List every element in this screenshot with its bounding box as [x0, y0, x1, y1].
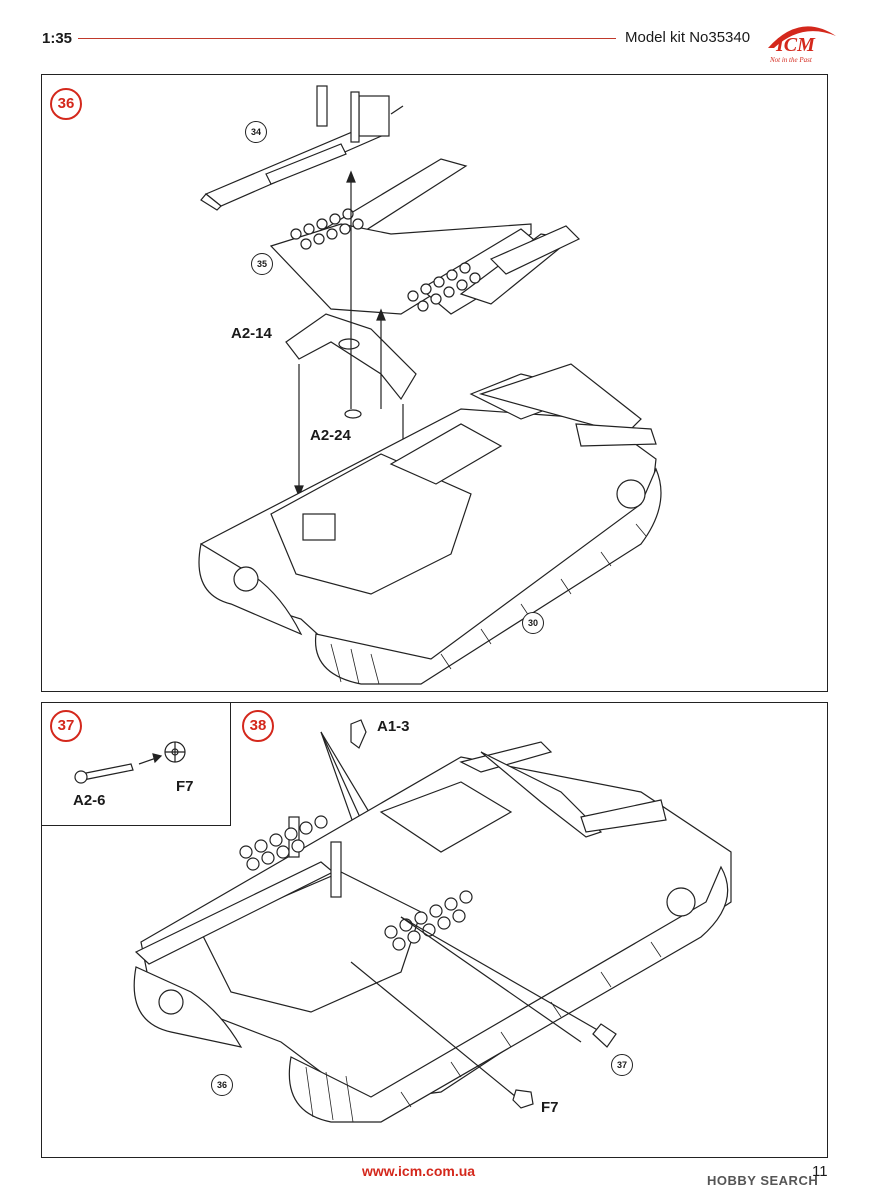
step-37-panel: [41, 702, 231, 826]
gun-assembly: [200, 85, 404, 211]
label-f7-38: F7: [541, 1099, 559, 1116]
header-rule: [78, 38, 616, 39]
tank-hull-36: [198, 363, 662, 685]
svg-text:ICM: ICM: [775, 34, 816, 56]
step-38-illustration: [133, 719, 732, 1123]
step-36-panel: [41, 74, 828, 692]
label-f7-37: F7: [176, 778, 194, 795]
watermark: HOBBY SEARCH: [707, 1173, 819, 1188]
part-a2-14: [285, 313, 417, 401]
page-header: 1:35 Model kit No35340 ICM Not in the Pa…: [0, 0, 869, 64]
label-a1-3: A1-3: [377, 718, 410, 735]
label-a2-24: A2-24: [310, 427, 351, 444]
callout-34: 34: [245, 121, 267, 143]
label-a2-6: A2-6: [73, 792, 106, 809]
callout-30: 30: [522, 612, 544, 634]
svg-text:Not in the Past: Not in the Past: [769, 56, 813, 64]
callout-35: 35: [251, 253, 273, 275]
page-number: 11: [812, 1163, 828, 1180]
ammo-rack: [269, 158, 581, 315]
callout-36: 36: [211, 1074, 233, 1096]
icm-logo: ICM Not in the Past: [768, 26, 836, 64]
step-number-38: 38: [242, 710, 274, 742]
step-38-panel: [41, 702, 828, 1158]
step-37-illustration: [74, 741, 186, 784]
model-kit-label: Model kit No35340: [625, 29, 751, 46]
scale-label: 1:35: [42, 30, 73, 47]
label-a2-14: A2-14: [231, 325, 272, 342]
step-number-36: 36: [50, 88, 82, 120]
tank-hull-38: [133, 741, 732, 1123]
callout-37: 37: [611, 1054, 633, 1076]
step-number-37: 37: [50, 710, 82, 742]
footer-url[interactable]: www.icm.com.ua: [362, 1163, 476, 1179]
step-36-illustration: [198, 85, 662, 685]
